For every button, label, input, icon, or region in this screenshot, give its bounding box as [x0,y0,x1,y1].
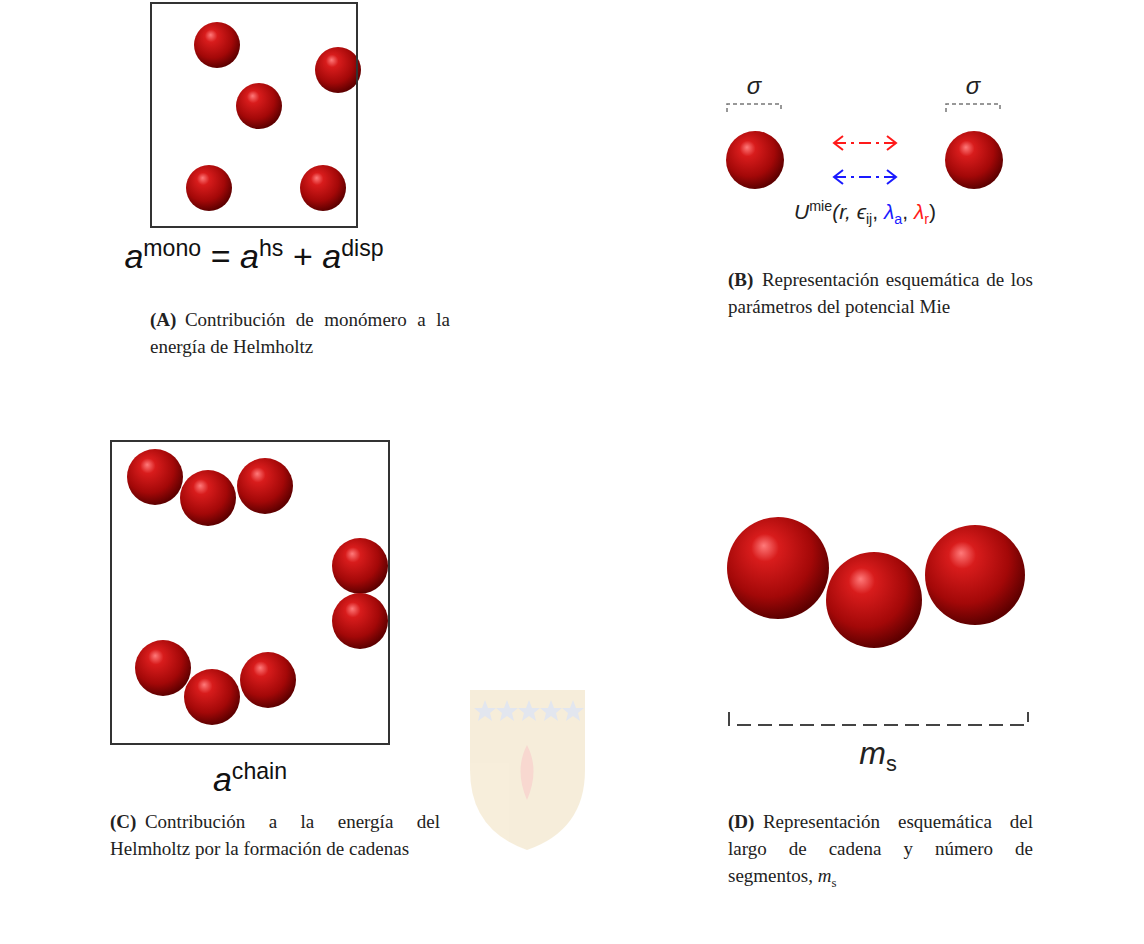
sphere [332,538,388,594]
sphere [135,640,191,696]
segment-symbol: m [818,865,832,886]
sphere [194,22,240,68]
sphere [240,652,296,708]
sphere [184,669,240,725]
sigma-bracket [946,104,1000,112]
panel-box: amono=ahs+adisp [150,2,358,228]
sphere [127,449,183,505]
subcaption: (A)Contribución de monómero a la energía… [150,306,450,360]
segment-label: ms [778,734,978,772]
watermark [470,690,585,850]
potential-argument: (r, ϵ [832,200,866,223]
potential-superscript: mie [809,198,832,214]
sigma-bracket [727,104,781,112]
caption-text: Contribución a la energía del Helmholtz … [110,811,440,859]
potential-separator: , [902,200,914,223]
caption-text: Representación esquemática de los paráme… [728,269,1033,317]
formula-operator: + [293,237,313,275]
formula-symbol: a [240,237,259,275]
watermark-shield [470,690,585,850]
repulsive-arrow [834,136,896,150]
mie-pair [726,104,1003,189]
formula-symbol: a [213,760,232,798]
sphere [315,47,361,93]
sphere [237,458,293,514]
formula-symbol: a [322,237,341,275]
caption-tag: (D) [728,811,754,832]
sigma-symbol: σ [966,72,980,99]
sphere [180,470,236,526]
formula-symbol: a [124,237,143,275]
formula-operator: = [211,237,231,275]
sphere [332,593,388,649]
potential-label: Umie(r, ϵij, λa, λr) [745,199,985,224]
sigma-label: σ [724,72,784,101]
sphere [826,552,922,648]
lambda-symbol: λ [884,200,894,223]
lambda-subscript: a [894,211,902,227]
sigma-symbol: σ [747,72,761,99]
sphere [727,517,829,619]
caption-tag: (B) [728,269,753,290]
chain-spheres [127,449,388,725]
subcaption: (D)Representación esquemática del largo … [728,808,1033,889]
potential-separator: , [872,200,884,223]
sphere [925,525,1025,625]
potential-subscript: ij [866,211,872,227]
length-bracket [729,712,1028,725]
caption-text: Contribución de monómero a la energía de… [150,309,450,357]
attractive-arrow [834,170,896,184]
formula-superscript: chain [232,758,287,784]
sphere [300,165,346,211]
segment-chain [727,517,1028,725]
sphere [945,131,1003,189]
caption-tag: (A) [150,309,176,330]
formula-superscript: hs [259,235,283,261]
segment-symbol: m [859,735,886,771]
watermark-stars [474,700,584,721]
sphere [236,83,282,129]
sigma-label: σ [943,72,1003,101]
formula: amono=ahs+adisp [124,236,383,277]
potential-symbol: U [794,200,809,223]
sphere [726,131,784,189]
formula-superscript: disp [341,235,383,261]
segment-subscript: s [831,875,836,890]
subcaption: (B)Representación esquemática de los par… [728,266,1033,320]
panel-box: achain [110,440,390,745]
caption-text: Representación esquemática del largo de … [728,811,1033,886]
lambda-symbol: λ [914,200,924,223]
monomer-spheres [186,22,361,211]
caption-tag: (C) [110,811,136,832]
subcaption: (C)Contribución a la energía del Helmhol… [110,808,440,862]
watermark-flame [521,745,534,800]
potential-bracket: ) [929,200,936,223]
sphere [186,165,232,211]
formula: achain [213,759,287,800]
lambda-subscript: r [924,211,929,227]
formula-superscript: mono [143,235,201,261]
segment-subscript: s [886,751,897,776]
